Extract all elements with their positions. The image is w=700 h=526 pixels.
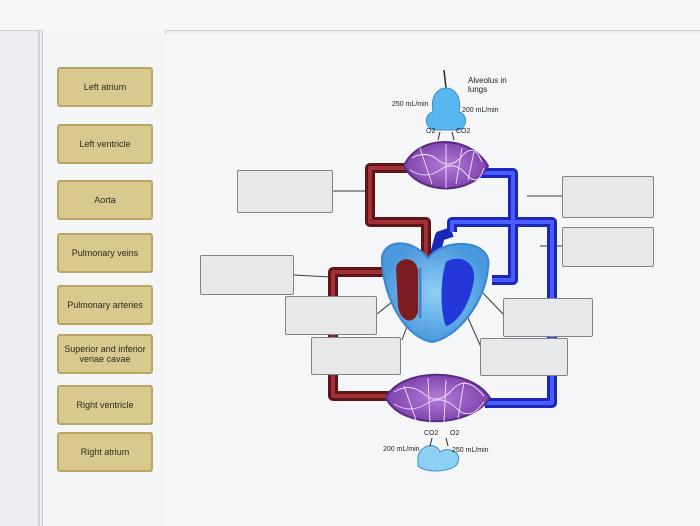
bottom-rate-left: 200 mL/min xyxy=(383,446,420,453)
window-top-edge xyxy=(0,0,700,31)
chip-text: Superior and inferior venae cavae xyxy=(64,344,146,364)
label-chip-left-ventricle[interactable]: Left ventricle xyxy=(57,124,153,164)
lung-capillary-bed xyxy=(402,141,490,190)
label-chip-left-atrium[interactable]: Left atrium xyxy=(57,67,153,107)
top-gas-right: CO2 xyxy=(456,128,471,135)
left-heart-chamber xyxy=(396,259,418,321)
drop-target-8[interactable] xyxy=(480,338,568,376)
label-chip-pulmonary-veins[interactable]: Pulmonary veins xyxy=(57,233,153,273)
chip-text: Left ventricle xyxy=(79,139,131,149)
chip-text: Right atrium xyxy=(80,447,130,457)
drop-target-7[interactable] xyxy=(311,337,401,375)
bottom-rate-right: 250 mL/min xyxy=(452,447,489,454)
alveolus-icon xyxy=(425,69,467,141)
label-chip-pulmonary-arteries[interactable]: Pulmonary arteries xyxy=(57,285,153,325)
body-capillary-bed xyxy=(384,373,492,425)
drop-target-4[interactable] xyxy=(200,255,294,295)
right-heart-chamber xyxy=(441,258,475,326)
chip-text: Left atrium xyxy=(83,82,127,92)
chip-text: Aorta xyxy=(94,195,116,205)
drop-target-1[interactable] xyxy=(237,170,333,213)
drop-target-6[interactable] xyxy=(503,298,593,337)
top-rate-right: 200 mL/min xyxy=(462,107,499,114)
top-gas-left: O2 xyxy=(426,128,436,135)
bottom-gas-left: CO2 xyxy=(424,430,439,437)
label-chip-aorta[interactable]: Aorta xyxy=(57,180,153,220)
top-rate-left: 250 mL/min xyxy=(392,101,429,108)
label-chip-right-atrium[interactable]: Right atrium xyxy=(57,432,153,472)
chip-text: Pulmonary veins xyxy=(71,248,139,258)
chip-text: Pulmonary arteries xyxy=(67,300,143,310)
scroll-track xyxy=(38,30,40,526)
drop-target-3[interactable] xyxy=(562,227,654,267)
chip-text: Right ventricle xyxy=(76,400,134,410)
drop-target-5[interactable] xyxy=(285,296,377,335)
bottom-gas-right: O2 xyxy=(450,430,460,437)
label-chip-right-ventricle[interactable]: Right ventricle xyxy=(57,385,153,425)
tissue-icon xyxy=(417,437,460,472)
heart xyxy=(380,242,490,344)
label-chip-venae-cavae[interactable]: Superior and inferior venae cavae xyxy=(57,334,153,374)
drop-target-2[interactable] xyxy=(562,176,654,218)
alveolus-label: Alveolus in lungs xyxy=(468,76,507,94)
